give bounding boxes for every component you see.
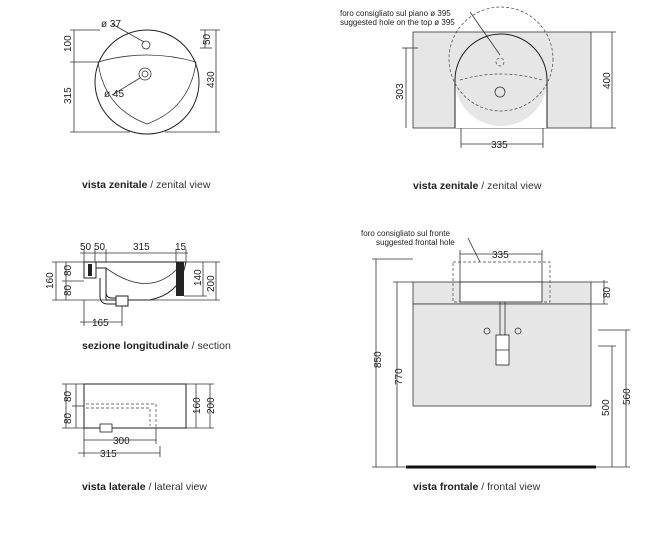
basin-cutout <box>454 33 548 128</box>
note-hole-front-en: suggested frontal hole <box>376 238 455 247</box>
dim-100: 100 <box>63 35 74 52</box>
dim-165: 165 <box>92 318 109 329</box>
caption-zenital-2: vista zenitale / zenital view <box>413 180 542 192</box>
dim-50a: 50 <box>80 242 92 253</box>
dim-140: 140 <box>193 269 204 286</box>
dim-80a: 80 <box>63 390 74 402</box>
basin-side-outline <box>83 383 187 429</box>
note-hole-top-en: suggested hole on the top ø 395 <box>340 18 455 27</box>
dim-160: 160 <box>45 272 56 289</box>
dim-50b: 50 <box>94 242 106 253</box>
dim-335: 335 <box>492 250 509 261</box>
dim-315: 315 <box>100 449 117 460</box>
dim-335: 335 <box>491 140 508 151</box>
frontal-view: foro consigliato sul fronte suggested fr… <box>361 229 633 469</box>
tap-hole <box>141 40 151 50</box>
countertop-slab <box>412 31 592 129</box>
suggested-frontal-hole <box>452 261 551 303</box>
note-hole-top-it: foro consigliato sul piano ø 395 <box>340 9 451 18</box>
dim-d45: ø 45 <box>104 89 124 100</box>
tap-hole-hidden <box>495 57 505 67</box>
dim-560: 560 <box>622 388 633 405</box>
caption-zenital-1: vista zenitale / zenital view <box>82 179 211 191</box>
drain-outer <box>138 67 152 81</box>
dim-50: 50 <box>202 33 213 45</box>
dim-430: 430 <box>206 71 217 88</box>
dim-d37: ø 37 <box>101 19 121 30</box>
caption-frontal: vista frontale / frontal view <box>413 481 541 493</box>
basin-bowl <box>97 54 197 125</box>
dim-80a: 80 <box>63 264 74 276</box>
suggested-hole-circle <box>448 6 554 112</box>
dim-770: 770 <box>394 368 405 385</box>
dim-315: 315 <box>63 87 74 104</box>
dim-500: 500 <box>601 399 612 416</box>
dim-303: 303 <box>395 83 406 100</box>
hidden-bowl-line <box>86 403 157 428</box>
dim-300: 300 <box>113 436 130 447</box>
drain-inner <box>141 70 149 78</box>
dim-200: 200 <box>206 397 217 414</box>
bowl-hidden-edge <box>459 73 543 81</box>
lateral-view: 80 80 160 200 300 315 <box>62 383 217 460</box>
note-hole-front-it: foro consigliato sul fronte <box>361 229 450 238</box>
dim-400: 400 <box>602 72 613 89</box>
dim-850: 850 <box>373 351 384 368</box>
section-view: 50 50 315 15 160 80 80 140 200 165 <box>45 242 220 329</box>
dim-15: 15 <box>175 242 187 253</box>
basin-wall-right <box>176 262 184 296</box>
basin-outline <box>94 29 200 135</box>
dim-80b: 80 <box>63 284 74 296</box>
dim-80b: 80 <box>63 412 74 424</box>
zenital-view-countertop: foro consigliato sul piano ø 395 suggest… <box>340 6 616 151</box>
dim-160: 160 <box>192 397 203 414</box>
dim-315: 315 <box>133 242 150 253</box>
drain <box>494 86 506 98</box>
caption-section: sezione longitudinale / section <box>82 340 231 352</box>
dim-80: 80 <box>602 286 613 298</box>
zenital-view-basin: ø 37 ø 45 100 315 50 430 <box>63 19 220 135</box>
basin-front <box>459 281 543 303</box>
basin-section-profile <box>83 261 187 301</box>
dim-200: 200 <box>206 275 217 292</box>
caption-lateral: vista laterale / lateral view <box>82 481 207 493</box>
